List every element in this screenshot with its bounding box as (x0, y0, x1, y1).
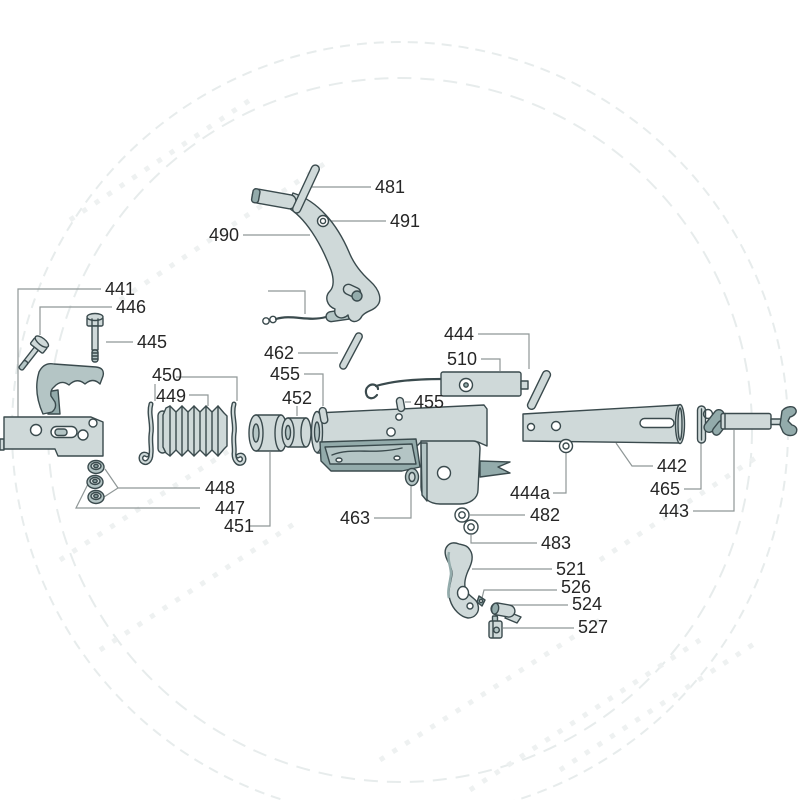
part-label-455-right: 455 (414, 392, 444, 412)
leader-444 (478, 333, 530, 369)
part-rod-481 (292, 164, 320, 214)
part-label-510: 510 (447, 349, 477, 369)
leader-483 (470, 535, 537, 544)
leader-449 (189, 394, 209, 406)
leader-442 (615, 442, 653, 467)
part-spring-clip-left (138, 401, 154, 466)
part-label-447: 447 (215, 498, 245, 518)
part-label-452: 452 (282, 388, 312, 408)
part-handbrake-lever (250, 188, 381, 323)
part-pin-455-right (395, 396, 406, 413)
part-label-527: 527 (578, 617, 608, 637)
part-bellows-449 (157, 405, 228, 457)
part-drawbar-tube-442 (522, 403, 686, 445)
part-label-445: 445 (137, 332, 167, 352)
part-label-443: 443 (659, 501, 689, 521)
part-label-455-left: 455 (270, 364, 300, 384)
part-label-482: 482 (530, 505, 560, 525)
part-label-450: 450 (152, 365, 182, 385)
part-label-465: 465 (650, 479, 680, 499)
part-label-526: 526 (561, 577, 591, 597)
part-hook-rod (364, 377, 444, 400)
part-ring-483 (463, 519, 479, 535)
part-pin-462 (339, 332, 363, 370)
part-roller-463 (404, 467, 420, 487)
part-coupling-head (0, 362, 105, 457)
part-tow-bar-fork (479, 460, 511, 478)
part-label-444a: 444a (510, 483, 551, 503)
leader-443 (693, 430, 735, 512)
part-ring-444a (558, 438, 574, 454)
part-label-442: 442 (657, 456, 687, 476)
part-knee-plate (420, 440, 481, 505)
part-damper-510 (440, 371, 529, 397)
part-washer-448-bottom (87, 489, 105, 505)
leader-450-b (176, 376, 238, 401)
part-label-462: 462 (264, 343, 294, 363)
part-label-446: 446 (116, 297, 146, 317)
part-labels: 481 491 490 441 446 445 462 455 449 450 … (105, 177, 689, 637)
part-washer-447-middle (86, 474, 104, 490)
leader-510 (481, 358, 501, 371)
part-bolt-446 (18, 335, 50, 371)
part-label-449: 449 (156, 386, 186, 406)
leader-448 (103, 468, 119, 498)
leader-451 (250, 452, 271, 527)
part-housing-channel (319, 438, 421, 472)
leader-455-left (304, 373, 324, 406)
part-label-483: 483 (541, 533, 571, 553)
part-label-491: 491 (390, 211, 420, 231)
part-washer-448-top (87, 459, 105, 475)
part-label-451: 451 (224, 516, 254, 536)
part-label-441: 441 (105, 279, 135, 299)
leader-526 (481, 589, 557, 599)
leader-447 (75, 481, 200, 509)
part-pin-455-left (318, 406, 329, 425)
leader-441 (17, 288, 101, 424)
part-bush-452 (281, 417, 312, 448)
part-label-521: 521 (556, 559, 586, 579)
leader-446 (39, 306, 112, 335)
part-shock-absorber-443 (702, 406, 798, 437)
part-label-448: 448 (205, 478, 235, 498)
part-cam-lever-521 (444, 542, 480, 619)
part-block-527 (488, 615, 503, 639)
part-label-444: 444 (444, 324, 474, 344)
part-label-481: 481 (375, 177, 405, 197)
part-pin-444 (526, 370, 552, 410)
leader-lines (17, 186, 735, 629)
part-ring-482 (454, 507, 470, 523)
leader-444a (553, 453, 567, 494)
part-clip-526 (476, 595, 486, 607)
part-label-490: 490 (209, 225, 239, 245)
leader-cable-connector (268, 290, 306, 314)
part-bolt-445 (86, 312, 104, 363)
part-bush-451 (248, 414, 288, 452)
leader-463 (374, 485, 412, 519)
part-washer-491 (316, 214, 330, 228)
part-label-524: 524 (572, 594, 602, 614)
leader-465 (684, 443, 702, 490)
part-label-463: 463 (340, 508, 370, 528)
part-roller-524 (490, 602, 522, 624)
watermark-circle (11, 41, 789, 800)
part-spring-clip-right (230, 401, 247, 466)
